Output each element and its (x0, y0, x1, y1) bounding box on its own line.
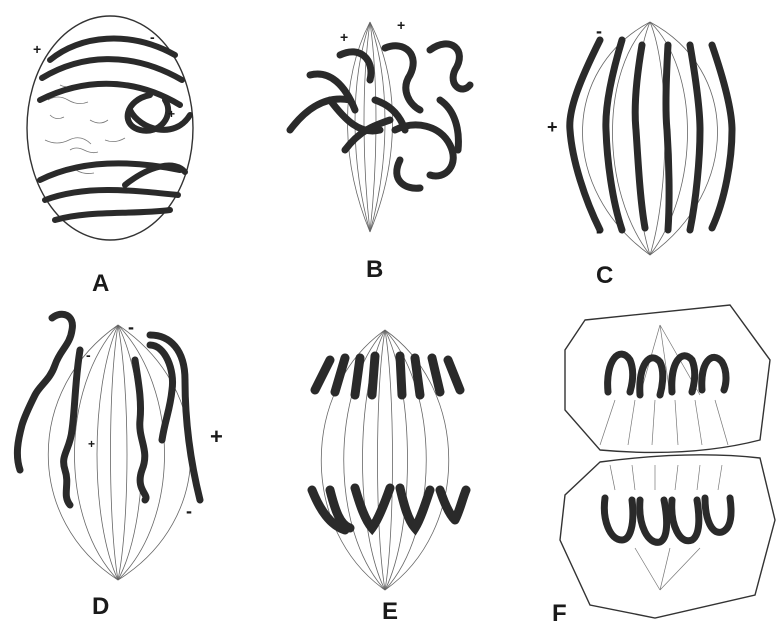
sign-minus-d-top: - (128, 318, 134, 336)
sign-plus-d: + (210, 426, 223, 448)
panel-d (17, 314, 200, 580)
sign-plus-a-inner: + (168, 108, 175, 120)
chromosomes-c (570, 40, 732, 230)
panel-a (27, 16, 193, 240)
sign-minus-d-inner: - (86, 348, 91, 362)
chromosomes-b (290, 44, 470, 188)
panel-label-b: B (366, 258, 383, 282)
chromosomes-e-upper (315, 356, 460, 395)
sign-plus-b-right: + (397, 18, 405, 32)
sign-minus-c-top: - (596, 22, 602, 40)
chromosomes-a (40, 39, 190, 220)
spindle-fibers-a (45, 85, 125, 174)
panel-label-f: F (552, 602, 567, 626)
sign-minus-a: - (150, 30, 155, 44)
sign-plus-a: + (33, 42, 41, 56)
panel-label-a: A (92, 272, 109, 296)
sign-minus-c-bottom: - (596, 222, 602, 240)
chromosomes-e-lower (312, 488, 466, 530)
chromosomes-d (17, 314, 200, 505)
sign-plus-b-left: + (340, 30, 348, 44)
panel-label-c: C (596, 264, 613, 288)
panel-label-d: D (92, 595, 109, 619)
panel-c (570, 22, 732, 255)
sign-plus-c: + (547, 118, 558, 136)
panel-b (290, 22, 470, 232)
panel-label-e: E (382, 600, 398, 624)
sign-minus-d-bottom: - (186, 502, 192, 520)
sign-plus-d-inner: + (88, 438, 95, 450)
panel-f (560, 305, 775, 618)
chromosomes-f-lower (604, 498, 731, 542)
panel-e (312, 330, 466, 590)
